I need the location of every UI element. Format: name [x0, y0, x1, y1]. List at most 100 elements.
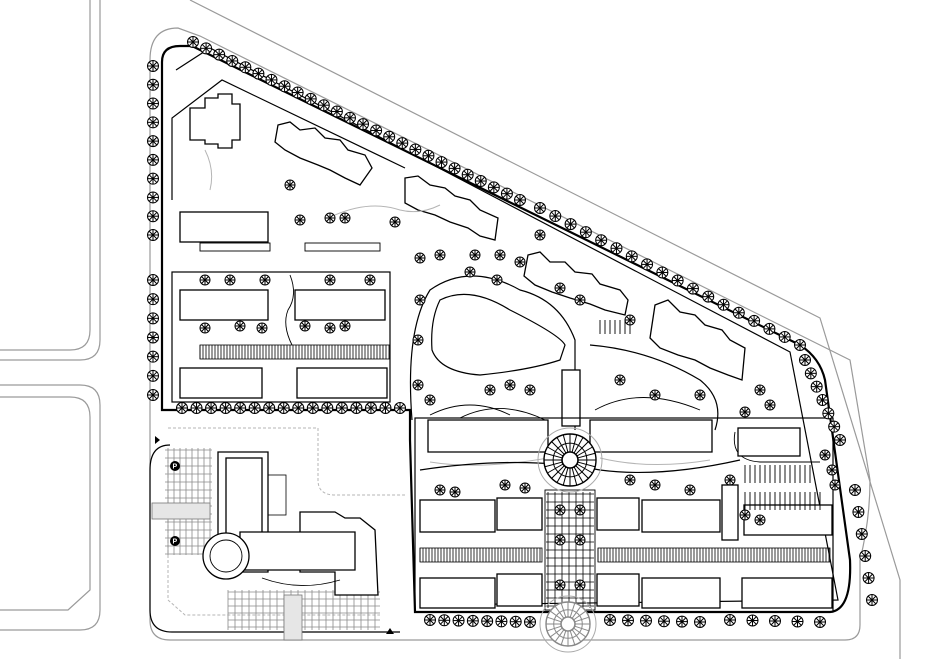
tree-branch — [428, 151, 433, 157]
tree-branch — [539, 203, 545, 209]
tree-symbol — [278, 80, 291, 93]
tree-branch — [152, 99, 158, 104]
tree-branch — [868, 577, 873, 583]
tree-symbol — [826, 464, 838, 476]
tree-branch — [627, 255, 633, 261]
tree-branch — [227, 56, 233, 62]
tree-branch — [861, 529, 867, 535]
tree-symbol — [495, 615, 508, 628]
tree-branch — [323, 407, 328, 413]
tree-branch — [646, 260, 652, 265]
tree-branch — [297, 88, 302, 93]
tree-branch — [658, 268, 663, 273]
tree-branch — [341, 407, 347, 413]
tree-symbol — [624, 474, 636, 486]
parking-stall-row — [199, 242, 271, 252]
tree-branch — [806, 372, 812, 378]
tree-symbol — [534, 229, 546, 241]
plaza-spoke — [554, 629, 565, 643]
tree-branch — [688, 284, 694, 289]
tree-symbol — [686, 282, 699, 295]
tree-symbol — [226, 54, 239, 67]
tree-symbol — [147, 274, 159, 286]
tree-branch — [525, 617, 531, 623]
tree-branch — [681, 617, 687, 622]
tree-branch — [152, 394, 158, 400]
tree-symbol — [469, 249, 481, 261]
plaza-center — [561, 451, 579, 469]
tree-branch — [651, 481, 656, 486]
tree-branch — [860, 555, 866, 561]
tree-symbol — [414, 252, 426, 264]
tree-branch — [536, 231, 541, 236]
tree-symbol — [748, 314, 761, 327]
tree-branch — [497, 617, 502, 622]
tree-branch — [626, 319, 631, 324]
tree-branch — [526, 389, 531, 394]
tree-symbol — [624, 314, 636, 326]
tree-branch — [631, 252, 637, 257]
tree-branch — [250, 407, 256, 413]
tree-branch — [515, 621, 520, 626]
tree-symbol — [383, 130, 396, 143]
tree-branch — [725, 615, 731, 621]
tree-branch — [450, 164, 455, 169]
tree-branch — [236, 325, 241, 330]
tree-branch — [551, 215, 556, 221]
plaza-spoke — [569, 602, 576, 618]
tree-branch — [581, 231, 587, 237]
tree-branch — [824, 451, 829, 456]
tree-symbol — [855, 528, 868, 540]
tree-branch — [824, 412, 829, 418]
tree-branch — [349, 117, 355, 123]
tree-branch — [858, 507, 863, 513]
tree-branch — [415, 145, 420, 150]
tree-symbol — [219, 402, 232, 414]
tree-branch — [439, 486, 444, 491]
tree-branch — [416, 257, 421, 262]
tree-branch — [279, 403, 285, 409]
plaza-spoke — [571, 434, 578, 453]
plaza-spoke — [577, 452, 596, 459]
tree-branch — [148, 275, 154, 281]
tree-branch — [254, 69, 259, 74]
tree-branch — [261, 276, 266, 281]
tree-branch — [148, 356, 154, 361]
tree-branch — [784, 336, 789, 342]
tree-branch — [369, 279, 374, 284]
tree-branch — [344, 214, 349, 219]
tree-branch — [426, 399, 431, 404]
tree-branch — [663, 616, 669, 622]
plaza-spoke — [544, 452, 563, 459]
tree-symbol — [746, 614, 759, 627]
tree-symbol — [684, 484, 696, 496]
tree-symbol — [640, 614, 652, 627]
tree-branch — [831, 481, 836, 486]
tree-branch — [264, 403, 270, 409]
tree-branch — [506, 193, 512, 198]
tree-branch — [759, 386, 764, 391]
tree-symbol — [252, 67, 265, 80]
tree-branch — [741, 408, 746, 413]
tree-branch — [871, 599, 877, 605]
tree-symbol — [810, 380, 823, 393]
tree-branch — [463, 174, 469, 179]
tree-branch — [419, 299, 424, 304]
tree-branch — [797, 621, 802, 626]
entrance-arrow-icon — [386, 628, 394, 634]
tree-branch — [834, 484, 839, 489]
tree-branch — [857, 529, 863, 535]
tree-branch — [486, 620, 492, 626]
plaza-spoke — [573, 466, 584, 483]
tree-symbol — [213, 48, 226, 61]
tree-branch — [729, 619, 735, 625]
tree-branch — [369, 276, 374, 281]
tree-branch — [271, 75, 276, 81]
tree-branch — [554, 215, 560, 221]
tree-branch — [689, 489, 694, 494]
tree-branch — [576, 509, 581, 514]
tree-branch — [559, 539, 564, 544]
tree-branch — [399, 403, 405, 409]
tree-branch — [306, 98, 312, 104]
tree-branch — [765, 324, 770, 330]
